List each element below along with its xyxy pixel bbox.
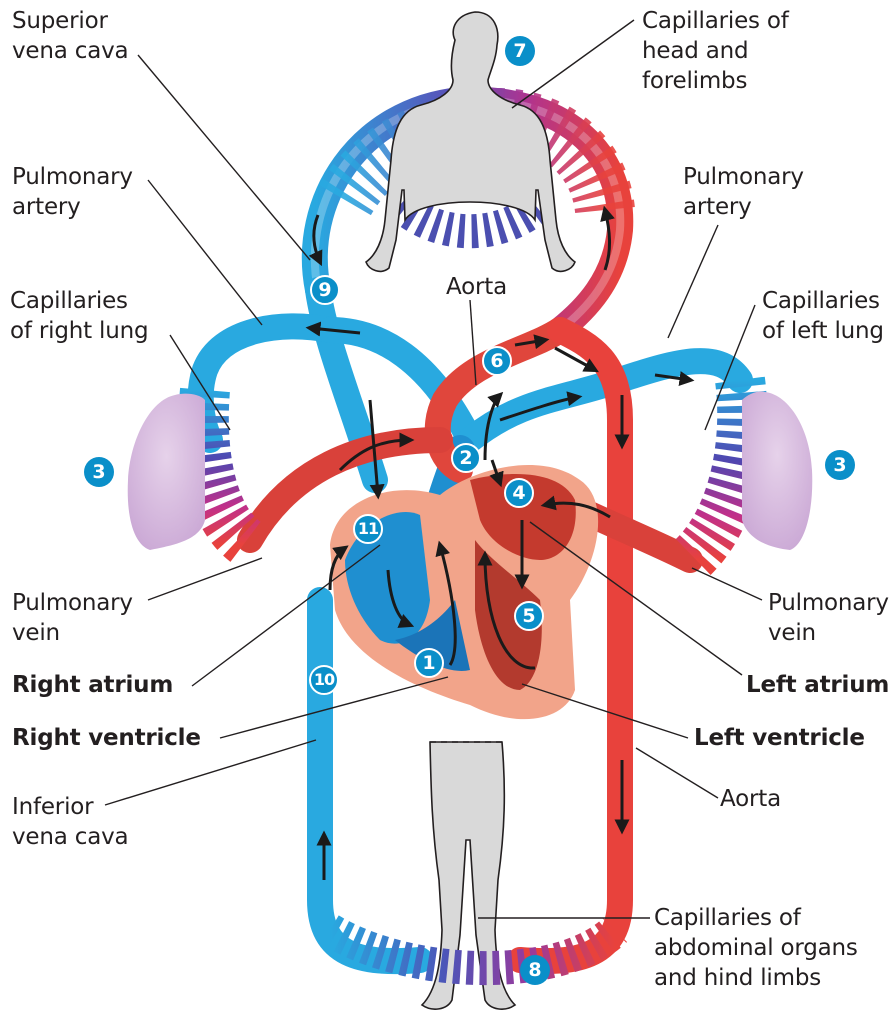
- leader-pulmonary-artery-right: [667, 224, 719, 339]
- leader-capillaries-head: [511, 19, 635, 109]
- flow-arrow: [600, 205, 615, 271]
- leader-aorta-bottom: [635, 747, 719, 799]
- flow-arrow: [514, 334, 550, 350]
- flow-arrow: [338, 432, 415, 472]
- flow-arrow: [489, 459, 504, 488]
- leader-superior-vena-cava: [137, 54, 311, 261]
- left-lung-capillaries: [672, 376, 768, 579]
- label-left-ventricle: Left ventricle: [694, 725, 865, 751]
- step-marker-1: 1: [414, 648, 444, 678]
- label-superior-vena-cava: Superior vena cava: [12, 8, 129, 64]
- leader-lines: [104, 19, 763, 919]
- label-capillaries-head: Capillaries of head and forelimbs: [642, 8, 789, 94]
- lower-body-silhouette: [420, 741, 517, 1010]
- step-marker-8: 8: [520, 955, 550, 985]
- step-marker-2: 2: [451, 443, 481, 473]
- step-marker-6: 6: [482, 346, 512, 376]
- step-marker-9: 9: [310, 275, 340, 305]
- leader-right-ventricle: [219, 676, 449, 739]
- step-marker-3-left-lung: 3: [825, 450, 855, 480]
- right-lung: [127, 393, 205, 550]
- step-marker-10: 10: [309, 665, 339, 695]
- leader-pulmonary-vein-right: [691, 567, 763, 601]
- flow-arrow: [328, 545, 349, 591]
- label-capillaries-right-lung: Capillaries of right lung: [10, 288, 149, 344]
- flow-arrow: [477, 550, 536, 670]
- abdominal-capillaries: [321, 915, 628, 986]
- right-lung-capillaries: [178, 387, 265, 567]
- step-marker-11: 11: [353, 514, 383, 544]
- label-pulmonary-vein-left: Pulmonary vein: [12, 590, 133, 646]
- label-pulmonary-artery-right: Pulmonary artery: [683, 164, 804, 220]
- leader-pulmonary-artery-left: [147, 179, 263, 326]
- flow-arrow: [499, 391, 583, 422]
- label-pulmonary-vein-right: Pulmonary vein: [768, 590, 889, 646]
- flow-arrow: [554, 346, 599, 373]
- flow-arrow: [308, 214, 323, 267]
- flow-arrows: [305, 205, 695, 880]
- upper-body-silhouette: [365, 11, 576, 273]
- left-lung: [742, 391, 813, 550]
- leader-left-atrium: [529, 521, 743, 676]
- label-left-atrium: Left atrium: [746, 672, 890, 698]
- step-marker-3-right-lung: 3: [84, 457, 114, 487]
- heart: [330, 464, 599, 720]
- label-aorta-bottom: Aorta: [720, 786, 781, 812]
- label-capillaries-left-lung: Capillaries of left lung: [762, 288, 884, 344]
- flow-arrow: [654, 371, 695, 386]
- label-right-atrium: Right atrium: [12, 672, 174, 698]
- flow-arrow: [305, 321, 361, 337]
- flow-arrow: [540, 495, 611, 519]
- leader-pulmonary-vein-left: [147, 557, 263, 601]
- label-pulmonary-artery-left: Pulmonary artery: [12, 164, 133, 220]
- leader-inferior-vena-cava: [104, 739, 317, 806]
- label-capillaries-abdominal: Capillaries of abdominal organs and hind…: [654, 905, 858, 991]
- leader-left-ventricle: [521, 683, 689, 739]
- leader-aorta-top: [469, 299, 477, 386]
- step-marker-7: 7: [505, 36, 535, 66]
- leader-right-atrium: [191, 544, 381, 687]
- flow-arrow: [435, 540, 457, 666]
- flow-arrow: [483, 391, 504, 461]
- label-right-ventricle: Right ventricle: [12, 725, 201, 751]
- leader-capillaries-right-lung: [169, 334, 231, 431]
- label-aorta-top: Aorta: [446, 274, 507, 300]
- leader-capillaries-left-lung: [704, 304, 756, 431]
- step-marker-5: 5: [514, 601, 544, 631]
- label-inferior-vena-cava: Inferior vena cava: [12, 794, 129, 850]
- step-marker-4: 4: [504, 478, 534, 508]
- flow-arrow: [386, 569, 415, 628]
